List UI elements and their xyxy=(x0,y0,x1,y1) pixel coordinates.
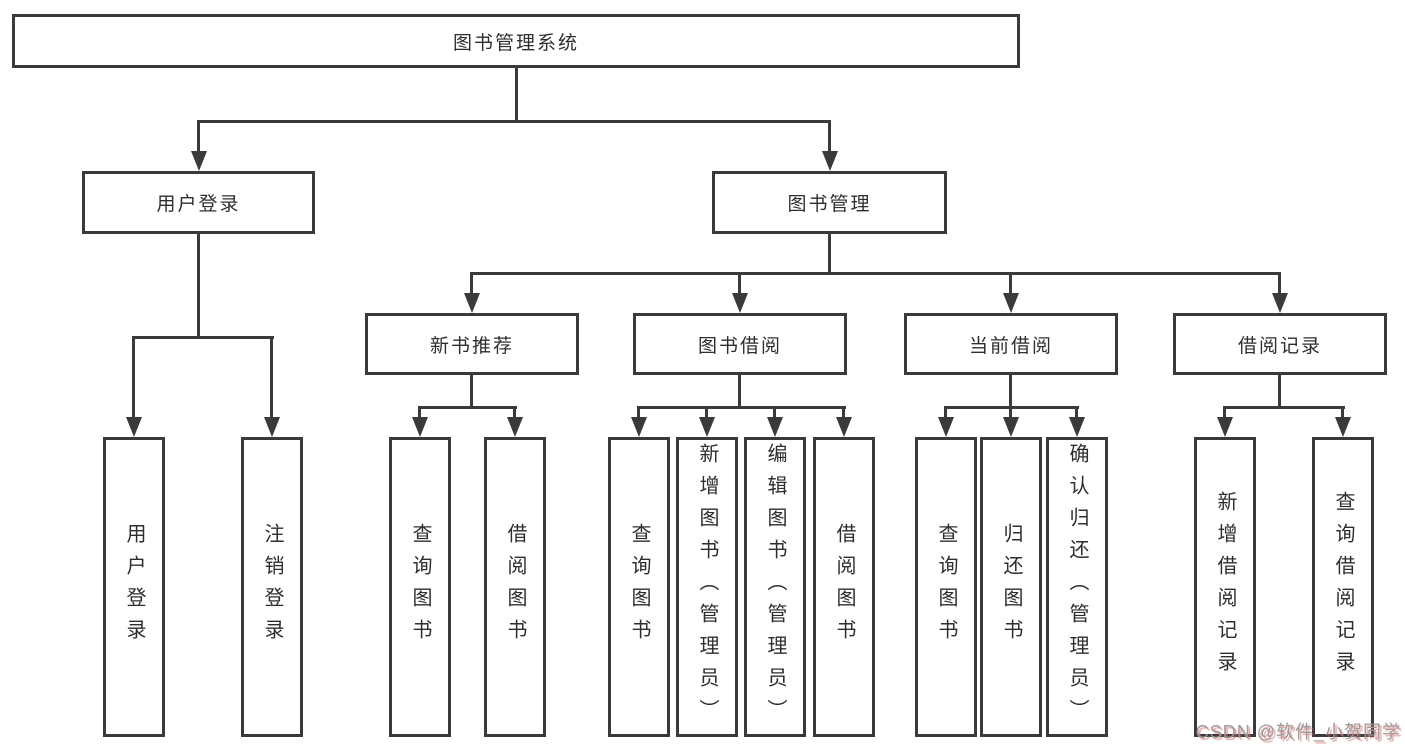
leaf-borrow-edit-book: 编辑图书（管理员） xyxy=(744,437,806,737)
arrow-down-icon xyxy=(513,406,516,417)
arrow-down-icon xyxy=(418,406,421,417)
connector-level3-rail xyxy=(470,272,1281,275)
arrow-down-icon xyxy=(1278,272,1281,293)
connector-recommend-rail xyxy=(418,406,517,409)
node-user-login: 用户登录 xyxy=(82,171,315,234)
node-new-book-recommend-label: 新书推荐 xyxy=(429,335,514,357)
node-current-borrow: 当前借阅 xyxy=(904,313,1118,375)
leaf-borrow-add-book-label: 新增图书（管理员） xyxy=(696,443,718,731)
node-book-borrow: 图书借阅 xyxy=(633,313,847,375)
node-book-management: 图书管理 xyxy=(712,171,947,234)
arrow-down-icon xyxy=(197,120,200,151)
leaf-recommend-borrow-book-label: 借阅图书 xyxy=(504,523,526,651)
leaf-records-query-record-label: 查询借阅记录 xyxy=(1332,491,1354,683)
connector-level2-rail xyxy=(197,120,831,123)
connector-borrow-rail xyxy=(637,406,846,409)
leaf-recommend-borrow-book: 借阅图书 xyxy=(484,437,546,737)
arrow-down-icon xyxy=(1075,406,1078,417)
leaf-user-login: 用户登录 xyxy=(103,437,165,737)
leaf-current-query-book: 查询图书 xyxy=(915,437,977,737)
leaf-current-return-book-label: 归还图书 xyxy=(1000,523,1022,651)
arrow-down-icon xyxy=(470,272,473,293)
node-root-label: 图书管理系统 xyxy=(452,32,579,54)
connector-login-rail xyxy=(132,336,274,339)
arrow-down-icon xyxy=(132,336,135,417)
node-root: 图书管理系统 xyxy=(12,14,1020,68)
leaf-borrow-query-book: 查询图书 xyxy=(608,437,670,737)
arrow-down-icon xyxy=(705,406,708,417)
connector-records-rail xyxy=(1223,406,1345,409)
node-book-borrow-label: 图书借阅 xyxy=(697,335,782,357)
connector-root-stem xyxy=(515,66,518,123)
leaf-borrow-add-book: 新增图书（管理员） xyxy=(676,437,738,737)
leaf-records-add-record: 新增借阅记录 xyxy=(1194,437,1256,737)
node-new-book-recommend: 新书推荐 xyxy=(365,313,579,375)
connector-mgmt-stem xyxy=(828,232,831,275)
arrow-down-icon xyxy=(1009,406,1012,417)
node-user-login-label: 用户登录 xyxy=(156,194,241,215)
leaf-logout-label: 注销登录 xyxy=(261,523,283,651)
arrow-down-icon xyxy=(270,336,273,417)
arrow-down-icon xyxy=(944,406,947,417)
leaf-borrow-edit-book-label: 编辑图书（管理员） xyxy=(764,443,786,731)
node-current-borrow-label: 当前借阅 xyxy=(968,335,1053,357)
leaf-logout: 注销登录 xyxy=(241,437,303,737)
node-borrow-records-label: 借阅记录 xyxy=(1237,335,1322,357)
arrow-down-icon xyxy=(637,406,640,417)
leaf-current-confirm-return: 确认归还（管理员） xyxy=(1046,437,1108,737)
node-borrow-records: 借阅记录 xyxy=(1173,313,1387,375)
leaf-current-confirm-return-label: 确认归还（管理员） xyxy=(1066,443,1088,731)
arrow-down-icon xyxy=(828,120,831,151)
node-book-management-label: 图书管理 xyxy=(787,194,872,215)
arrow-down-icon xyxy=(1223,406,1226,417)
leaf-recommend-query-book-label: 查询图书 xyxy=(409,523,431,651)
leaf-records-query-record: 查询借阅记录 xyxy=(1312,437,1374,737)
leaf-recommend-query-book: 查询图书 xyxy=(389,437,451,737)
connector-recommend-stem xyxy=(470,373,473,409)
arrow-down-icon xyxy=(773,406,776,417)
leaf-current-return-book: 归还图书 xyxy=(980,437,1042,737)
leaf-records-add-record-label: 新增借阅记录 xyxy=(1214,491,1236,683)
leaf-user-login-label: 用户登录 xyxy=(123,523,145,651)
connector-records-stem xyxy=(1278,373,1281,409)
arrow-down-icon xyxy=(738,272,741,293)
arrow-down-icon xyxy=(1341,406,1344,417)
connector-current-stem xyxy=(1009,373,1012,409)
connector-login-stem xyxy=(197,232,200,339)
leaf-borrow-borrow-book-label: 借阅图书 xyxy=(833,523,855,651)
arrow-down-icon xyxy=(842,406,845,417)
connector-borrow-stem xyxy=(738,373,741,409)
leaf-borrow-borrow-book: 借阅图书 xyxy=(813,437,875,737)
arrow-down-icon xyxy=(1009,272,1012,293)
leaf-current-query-book-label: 查询图书 xyxy=(935,523,957,651)
watermark: CSDN @软件_小贺同学 xyxy=(1195,722,1401,742)
leaf-borrow-query-book-label: 查询图书 xyxy=(628,523,650,651)
